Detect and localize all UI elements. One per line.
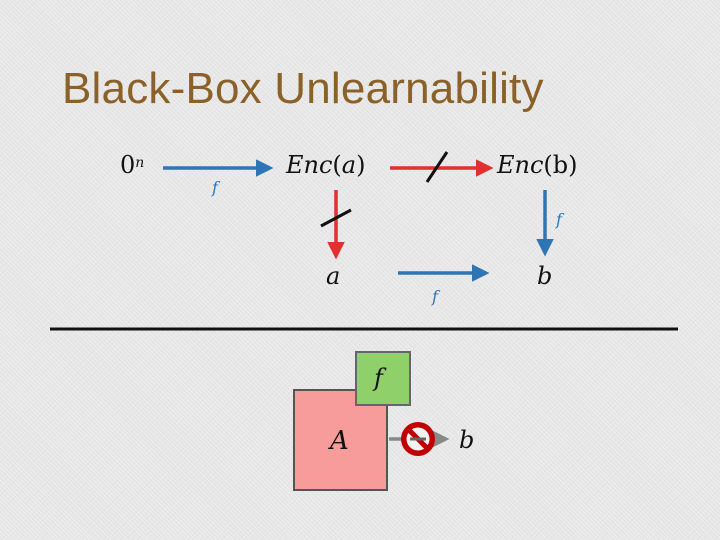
adversary-box: [293, 389, 388, 491]
node-a: a: [326, 262, 341, 290]
node-zero-n-sup: n: [135, 155, 145, 171]
oracle-label: f: [374, 364, 383, 392]
output-label: b: [459, 426, 475, 454]
node-zero-n: 0n: [120, 151, 144, 179]
node-b: b: [537, 262, 553, 290]
node-enc-a-arg: a: [341, 151, 357, 179]
oracle-box: [355, 351, 411, 406]
edge-label-zero-to-enc-a: f: [212, 178, 218, 197]
node-enc-b-fn: Enc: [497, 151, 544, 179]
node-enc-a-fn: Enc: [286, 151, 333, 179]
strike-enc-a-to-a: [320, 208, 352, 228]
slide-title: Black-Box Unlearnability: [62, 64, 544, 113]
edge-label-a-to-b: f: [432, 287, 438, 306]
adversary-label: A: [330, 426, 349, 456]
node-zero-n-base: 0: [120, 151, 136, 179]
strike-enc-a-to-enc-b: [425, 151, 449, 183]
edge-label-enc-b-to-b: f: [556, 210, 562, 229]
node-enc-b-arg: b: [552, 151, 569, 179]
node-enc-a: Enc(a): [286, 151, 366, 179]
node-enc-b: Enc(b): [497, 151, 578, 179]
no-sign-icon: [401, 422, 435, 456]
